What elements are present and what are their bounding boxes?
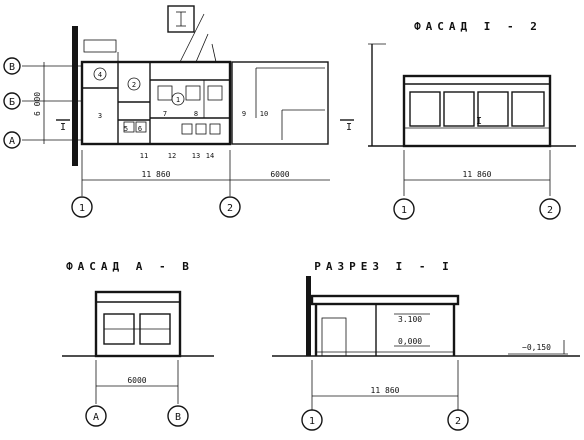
section-axis-label-1: 1	[309, 416, 315, 427]
section-roof	[310, 294, 460, 306]
room-label: 10	[260, 110, 268, 118]
facade-1-2-dim: 11 860	[463, 170, 492, 179]
section-dim: 11 860	[371, 386, 400, 395]
room-label: 7	[163, 110, 167, 118]
room-label: 5	[124, 125, 128, 133]
section-axis-bubble-1	[301, 409, 323, 431]
section-level-ground: −0,150	[522, 343, 551, 352]
plan-leader	[179, 13, 205, 63]
facade-1-2-window	[443, 91, 475, 127]
axis-label-a: А	[9, 136, 15, 147]
facade-a-v-title: ФАСАД А - В	[66, 260, 194, 273]
facade-a-v-axis-label-a: А	[93, 412, 99, 423]
plan-equipment	[185, 85, 201, 101]
axis-label-1: 1	[79, 203, 85, 214]
room-label: 11	[140, 152, 148, 160]
floor-plan: 6 000 В Б А I I 1 2 3 4 5 6 7 8 9 10 11 …	[3, 5, 354, 218]
facade-1-2-title: ФАСАД I - 2	[414, 20, 542, 33]
plan-leader	[195, 33, 209, 63]
room-label: 6	[138, 125, 142, 133]
facade-1-2-window	[511, 91, 545, 127]
room-marker-1	[171, 92, 185, 106]
plan-equipment	[195, 123, 207, 135]
plan-dim-extension: 6000	[270, 170, 289, 179]
facade-1-2-axis-bubble-1	[393, 198, 415, 220]
section-level-top: 3.100	[398, 315, 422, 324]
room-marker-4	[93, 67, 107, 81]
facade-a-v-axis-bubble-v	[167, 405, 189, 427]
plan-outer-wall	[80, 60, 232, 146]
facade-a-v-axis-label-v: В	[175, 412, 181, 423]
section-level-floor: 0,000	[398, 337, 422, 346]
facade-a-v-axis-bubble-a	[85, 405, 107, 427]
section-title: РАЗРЕЗ I - I	[314, 260, 453, 273]
axis-label-b: Б	[9, 97, 15, 108]
section-axis-label-2: 2	[455, 416, 461, 427]
room-label: 12	[168, 152, 176, 160]
plan-equipment	[157, 85, 173, 101]
section-stack	[306, 276, 311, 356]
facade-1-2-axis-label-2: 2	[547, 205, 553, 216]
plan-porch	[83, 39, 117, 53]
plan-left-column	[72, 26, 78, 166]
axis-bubble-v	[3, 57, 21, 75]
room-label: 2	[132, 81, 136, 89]
plan-equipment	[209, 123, 221, 135]
axis-bubble-a	[3, 131, 21, 149]
facade-a-v-dim: 6000	[127, 376, 146, 385]
facade-1-2-axis-bubble-2	[539, 198, 561, 220]
plan-dim-total: 11 860	[142, 170, 171, 179]
axis-bubble-b	[3, 92, 21, 110]
plan-detail-box	[167, 5, 195, 33]
room-label: 14	[206, 152, 214, 160]
plan-section-mark-left: I	[60, 122, 66, 133]
plan-equipment	[123, 121, 135, 133]
room-marker-2	[127, 77, 141, 91]
room-label: 1	[176, 96, 180, 104]
facade-a-v: ФАСАД А - В 6000 А В	[62, 260, 214, 427]
facade-1-2-window	[409, 91, 441, 127]
plan-equipment	[181, 123, 193, 135]
room-label: 9	[242, 110, 246, 118]
section-door	[321, 317, 347, 357]
facade-1-2-body	[402, 74, 552, 148]
section-axis-bubble-2	[447, 409, 469, 431]
axis-bubble-1	[71, 196, 93, 218]
room-label: 3	[98, 112, 102, 120]
axis-label-2: 2	[227, 203, 233, 214]
axis-label-v: В	[9, 62, 15, 73]
plan-equipment	[135, 121, 147, 133]
facade-1-2: ФАСАД I - 2 I 11 860 1 2	[368, 20, 576, 220]
plan-dim-vertical: 6 000	[33, 92, 42, 116]
plan-extension	[231, 61, 329, 145]
facade-a-v-body	[94, 290, 182, 358]
room-label: 13	[192, 152, 200, 160]
room-label: 4	[98, 71, 102, 79]
plan-section-mark-right: I	[346, 122, 352, 133]
facade-1-2-window	[477, 91, 509, 127]
facade-1-2-mark: I	[476, 116, 482, 127]
facade-1-2-axis-label-1: 1	[401, 205, 407, 216]
room-label: 8	[194, 110, 198, 118]
plan-leader	[211, 43, 217, 63]
plan-equipment	[207, 85, 223, 101]
section-1-1: РАЗРЕЗ I - I 3.100 0,000 −0,150 11 860 1…	[272, 260, 580, 431]
axis-bubble-2	[219, 196, 241, 218]
